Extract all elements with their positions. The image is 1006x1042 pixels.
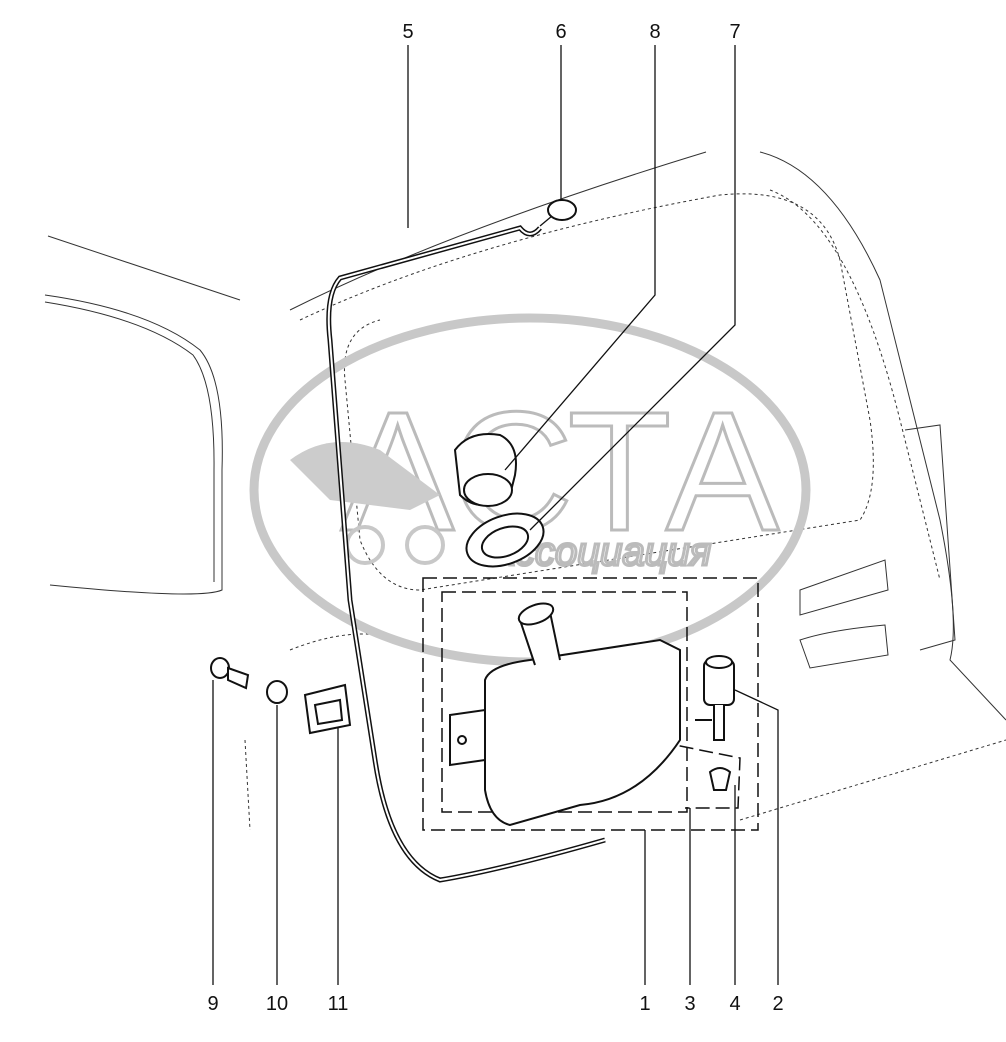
callout-9: 9: [207, 993, 218, 1015]
callout-7: 7: [729, 21, 740, 43]
boar-icon: [290, 442, 440, 510]
bolt: [210, 657, 250, 690]
callout-4: 4: [729, 993, 740, 1015]
filler-seal: [465, 512, 545, 568]
pump-grommet: [708, 767, 732, 791]
leader-lines: [212, 45, 779, 985]
washer-hose: [326, 225, 606, 883]
washer-plate: [266, 680, 288, 704]
watermark-text-main: АСТА: [341, 377, 780, 567]
washer-reservoir: [449, 602, 681, 827]
assembly-box-inner: [441, 591, 688, 813]
callout-8: 8: [649, 21, 660, 43]
clip-nut: [303, 683, 352, 735]
callout-5: 5: [402, 21, 413, 43]
callout-6: 6: [555, 21, 566, 43]
callout-1: 1: [639, 993, 650, 1015]
callout-10: 10: [266, 993, 288, 1015]
reservoir-cap: [453, 433, 517, 507]
callout-3: 3: [684, 993, 695, 1015]
callout-11: 11: [328, 993, 349, 1015]
assembly-box-outer: [422, 577, 759, 831]
callout-2: 2: [772, 993, 783, 1015]
washer-pump: [695, 655, 735, 741]
washer-nozzle: [539, 199, 577, 227]
